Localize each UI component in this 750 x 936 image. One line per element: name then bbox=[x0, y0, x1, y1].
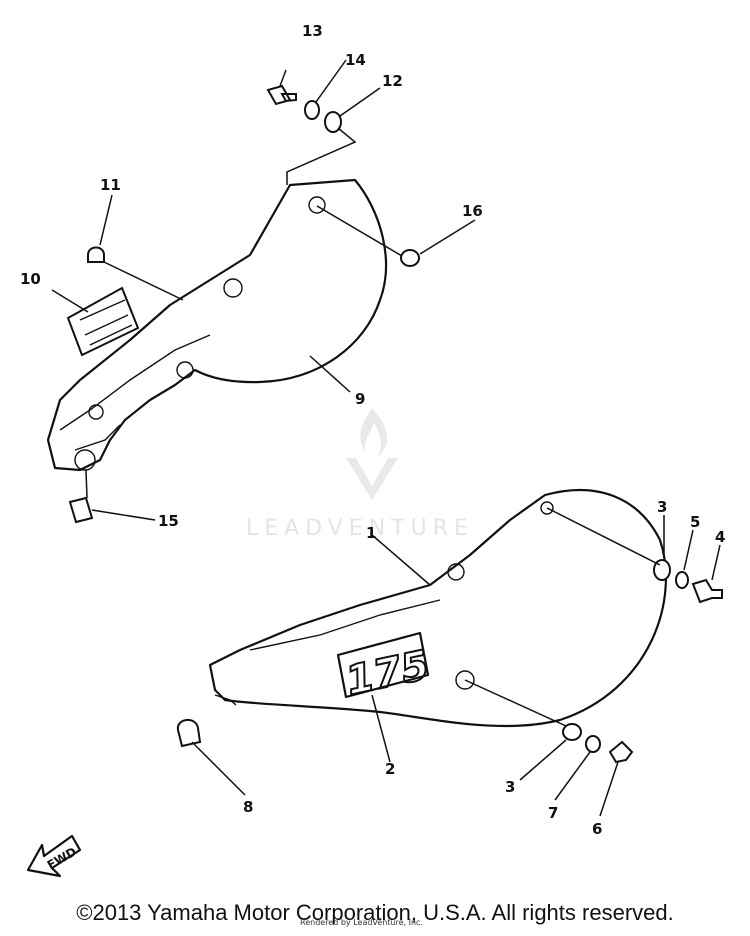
callout-8: 8 bbox=[243, 798, 253, 816]
part-12-washer bbox=[324, 111, 342, 133]
callout-14: 14 bbox=[345, 51, 366, 69]
callout-11: 11 bbox=[100, 176, 121, 194]
callout-16: 16 bbox=[462, 202, 483, 220]
hardware bbox=[68, 84, 723, 764]
part-2-emblem-175: 175 bbox=[336, 631, 434, 706]
callout-15: 15 bbox=[158, 512, 179, 530]
callout-10: 10 bbox=[20, 270, 41, 288]
part-1-right-side-cover bbox=[208, 488, 668, 728]
callout-7: 7 bbox=[548, 804, 558, 822]
part-6-screw bbox=[608, 740, 634, 764]
rendered-by-credit: Rendered by LeadVenture, Inc. bbox=[300, 918, 423, 927]
fwd-label: FWD bbox=[45, 844, 79, 872]
callout-6: 6 bbox=[592, 820, 602, 838]
callout-3-lower: 3 bbox=[505, 778, 515, 796]
part-11-grommet bbox=[87, 246, 105, 263]
callout-5: 5 bbox=[690, 513, 700, 531]
leadventure-flame-logo bbox=[360, 408, 388, 456]
copyright-notice: ©2013 Yamaha Motor Corporation, U.S.A. A… bbox=[76, 900, 674, 925]
callout-12: 12 bbox=[382, 72, 403, 90]
callout-numbers: 13 14 12 11 16 10 9 15 1 3 5 4 2 3 7 6 8 bbox=[20, 22, 725, 838]
part-8-grommet bbox=[176, 719, 202, 748]
leadventure-v-logo bbox=[346, 458, 398, 500]
part-13-screw bbox=[266, 84, 297, 106]
part-3-washer-lower bbox=[562, 723, 582, 741]
part-15-grommet bbox=[68, 496, 94, 524]
forward-direction-arrow: FWD bbox=[26, 834, 82, 878]
part-4-screw bbox=[691, 578, 723, 604]
callout-3-upper: 3 bbox=[657, 498, 667, 516]
leader-lines bbox=[51, 59, 721, 817]
part-10-label bbox=[66, 286, 140, 357]
part-14-washer bbox=[304, 100, 320, 120]
callout-2: 2 bbox=[385, 760, 395, 778]
emblem-text: 175 bbox=[342, 642, 433, 704]
callout-9: 9 bbox=[355, 390, 365, 408]
part-5-lock-washer bbox=[675, 571, 689, 589]
callout-1: 1 bbox=[366, 524, 376, 542]
part-3-washer-upper bbox=[653, 559, 671, 581]
part-7-lock-washer bbox=[585, 735, 601, 753]
watermark-brand: LEADVENTURE bbox=[246, 516, 474, 541]
part-9-left-side-cover bbox=[46, 178, 388, 472]
part-16-washer bbox=[400, 249, 420, 267]
callout-13: 13 bbox=[302, 22, 323, 40]
callout-4: 4 bbox=[715, 528, 725, 546]
watermark: LEADVENTURE bbox=[246, 408, 474, 541]
